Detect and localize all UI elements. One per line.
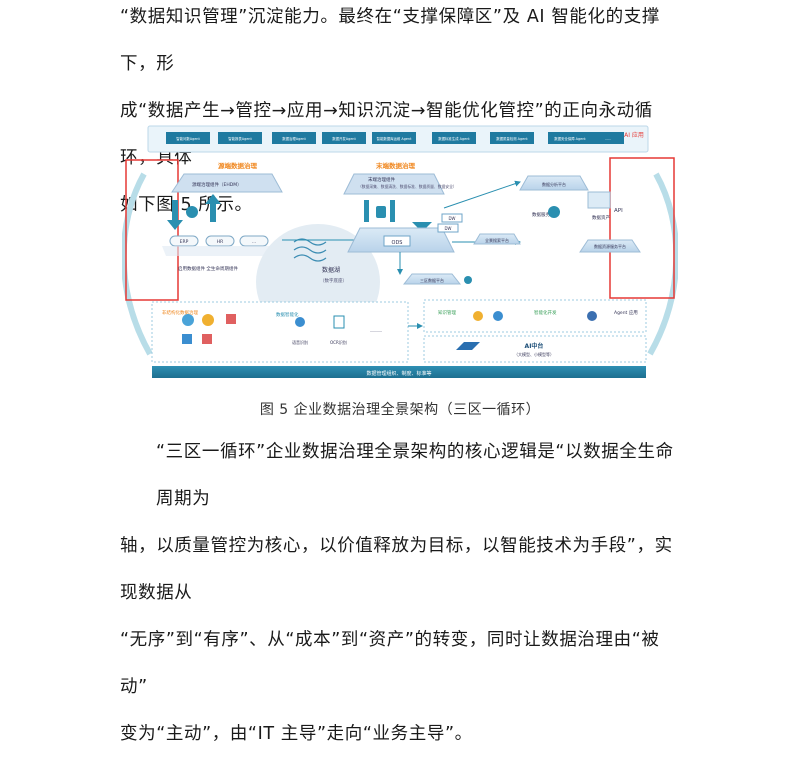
agent-chip: [490, 132, 534, 144]
text-line: 变为“主动”，由“IT 主导”走向“业务主导”。: [120, 724, 473, 744]
highlight-box-right: [609, 157, 675, 299]
text-line: “三区一循环”企业数据治理全景架构的核心逻辑是“以数据全生命周期为: [156, 442, 674, 509]
source-gov-title: 源端数据治理: [218, 161, 258, 170]
agent-chip: [272, 132, 316, 144]
search-platform-label: 全景搜索平台: [485, 237, 509, 243]
text-line: 轴，以质量管控为核心，以价值释放为目标，以智能技术为手段”，实现数据从: [120, 536, 673, 603]
agent-chip-label: 数据开发Agent: [332, 136, 356, 141]
agent-chip-label: 数据标准生成 Agent: [438, 136, 470, 141]
agent-chip: [166, 132, 210, 144]
bottom-bar: [152, 366, 646, 378]
support-area: [151, 301, 409, 363]
shield-icon: [376, 206, 386, 218]
analysis-platform-label: 数据分析平台: [542, 181, 566, 187]
ai-platform-sub: （大模型、小模型等）: [514, 351, 554, 357]
cycle-arc-right: [647, 172, 680, 356]
collect-note: 启用数据组件 全生命周期组件: [178, 265, 238, 272]
knowledge-label: 知识管理: [438, 309, 456, 316]
agent-chip: [218, 132, 262, 144]
cycle-arc-left: [120, 172, 153, 356]
end-gov-platform: [343, 173, 445, 195]
lake-label: 数据湖: [322, 266, 340, 274]
agent-chip-label: ……: [605, 137, 612, 141]
shield-icon: [186, 206, 198, 218]
highlight-box-left: [125, 159, 179, 301]
search-platform: [473, 233, 521, 245]
end-comp-label: 末端治理组件: [368, 176, 395, 183]
text-line: “数据知识管理”沉淀能力。最终在“支撑保障区”及 AI 智能化的支撑下，形: [120, 7, 660, 74]
ocr-label: 语音识别: [292, 339, 308, 345]
api-label: API: [614, 208, 623, 214]
resource-platform: [579, 239, 641, 253]
share-icon: [464, 276, 472, 284]
system-label: …: [252, 240, 257, 245]
agent-app-label: Agent 应用: [614, 309, 638, 316]
agent-chip-label: 数据质量检测 Agent: [496, 136, 528, 141]
agent-chip-label: 智能数据库运维 Agent: [377, 136, 413, 141]
layers-icon: [456, 342, 480, 350]
source-comp-label: 源端治理组件（EHDM）: [192, 181, 242, 188]
support-area-label: 非结构化数据治理: [162, 309, 198, 316]
analysis-platform: [519, 175, 589, 191]
text-line: 成“数据产生→管控→应用→知识沉淀→智能优化管控”的正向永动循环，具体: [120, 101, 653, 168]
agent-chip: [548, 132, 592, 144]
agent-chip-label: 智能报表Agent: [228, 136, 252, 141]
three-platform-label: 三区数据平台: [420, 277, 444, 283]
architecture-figure: 智能问数Agent 智能报表Agent 数据治理Agent 数据开发Agent 智能数据…: [120, 124, 680, 386]
ai-app-label: AI 应用: [624, 131, 644, 139]
resource-platform-label: 数据资源服务平台: [594, 243, 626, 249]
ai-platform-label: AI中台: [525, 342, 544, 350]
agent-chip-label: 智能问数Agent: [176, 136, 200, 141]
paragraph-core-logic: “三区一循环”企业数据治理全景架构的核心逻辑是“以数据全生命周期为 轴，以质量管…: [120, 429, 685, 758]
text-line: “无序”到“有序”、从“成本”到“资产”的转变，同时让数据治理由“被动”: [120, 630, 660, 697]
agent-chip: [372, 132, 416, 144]
three-platform: [402, 273, 462, 285]
agent-chip-label: 数据安全保障 Agent: [554, 136, 586, 141]
dw-label: DW: [448, 216, 455, 221]
bottom-bar-label: 数据管理组织、制度、标准等: [366, 370, 431, 377]
paragraph-intro: “数据知识管理”沉淀能力。最终在“支撑保障区”及 AI 智能化的支撑下，形 成“…: [120, 0, 685, 229]
system-label: HR: [217, 239, 224, 245]
svg-text:……: ……: [370, 327, 382, 334]
system-label: ERP: [180, 239, 189, 245]
data-service-label: 数据服务: [532, 211, 550, 218]
ods-label: ODS: [392, 240, 403, 246]
lake-sub: （数字底座）: [320, 277, 347, 284]
agent-chip: [432, 132, 476, 144]
knowledge-row: [423, 299, 647, 333]
agent-chip-label: 数据治理Agent: [282, 136, 306, 141]
ocr-label: OCR识别: [330, 339, 347, 345]
data-assets-label: 数据资产: [592, 214, 610, 221]
smart-dev-label: 智能化开发: [534, 309, 557, 316]
source-gov-platform: [171, 173, 283, 193]
end-gov-title: 末端数据治理: [376, 161, 416, 170]
robot-icon: [587, 311, 597, 321]
shield-icon: [548, 206, 560, 218]
agent-chip: [592, 132, 624, 144]
end-comp-sub: （数据采集、数据清洗、数据标准、数据质量、数据安全）: [358, 184, 457, 189]
text-line: 如下图 5 所示。: [120, 195, 253, 215]
agent-chip: [322, 132, 366, 144]
kg-area-label: 数据智能化: [276, 311, 299, 318]
figure-caption: 图 5 企业数据治理全景架构（三区一循环）: [259, 402, 541, 418]
dwp-label: DW: [444, 226, 451, 231]
